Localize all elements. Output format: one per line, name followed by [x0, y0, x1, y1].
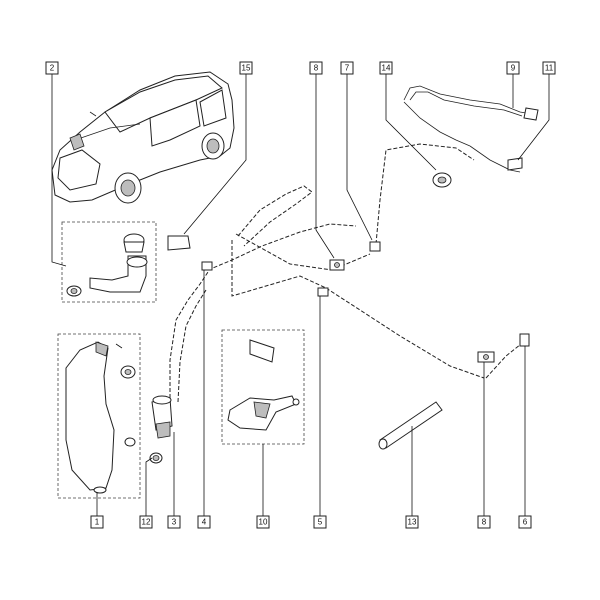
callout-9: 9	[506, 61, 520, 75]
hose-clip-8-bottom	[477, 351, 495, 363]
svg-text:12: 12	[142, 518, 151, 527]
rear-jet-6	[519, 333, 530, 347]
svg-text:8: 8	[482, 518, 487, 527]
non-return-valve-7	[369, 241, 381, 252]
svg-text:11: 11	[545, 64, 554, 73]
callout-8-bottom: 8	[477, 515, 491, 529]
callout-4: 4	[197, 515, 211, 529]
svg-text:4: 4	[202, 518, 207, 527]
callout-14: 14	[379, 61, 393, 75]
washer-pump	[151, 395, 173, 439]
reservoir-group-box	[57, 333, 141, 499]
svg-text:14: 14	[382, 64, 391, 73]
car-illustration	[51, 71, 235, 204]
svg-text:6: 6	[523, 518, 528, 527]
hose-clip-8-top	[329, 259, 345, 271]
callout-10: 10	[256, 515, 270, 529]
callout-3: 3	[167, 515, 181, 529]
washer-hoses	[169, 143, 527, 403]
callout-1: 1	[90, 515, 104, 529]
filler-neck	[66, 233, 191, 297]
rear-hose-set	[403, 85, 539, 188]
svg-text:2: 2	[50, 64, 55, 73]
filler-neck-group-box	[61, 221, 157, 303]
svg-text:9: 9	[511, 64, 516, 73]
mounting-bracket	[227, 339, 300, 431]
callout-8-top: 8	[309, 61, 323, 75]
pump-grommet	[149, 452, 163, 464]
callout-6: 6	[518, 515, 532, 529]
svg-text:3: 3	[172, 518, 177, 527]
callout-7: 7	[340, 61, 354, 75]
svg-text:10: 10	[259, 518, 268, 527]
hose-connector-4	[201, 261, 213, 271]
svg-text:7: 7	[345, 64, 350, 73]
washer-reservoir	[65, 341, 136, 494]
svg-text:1: 1	[95, 518, 100, 527]
callout-5: 5	[313, 515, 327, 529]
callout-11: 11	[542, 61, 556, 75]
callout-2: 2	[45, 61, 59, 75]
svg-text:15: 15	[242, 64, 251, 73]
hose-section-13	[378, 401, 443, 450]
svg-text:13: 13	[408, 518, 417, 527]
callout-13: 13	[405, 515, 419, 529]
callout-15: 15	[239, 61, 253, 75]
t-connector-5	[317, 287, 329, 297]
svg-text:8: 8	[314, 64, 319, 73]
svg-text:5: 5	[318, 518, 323, 527]
leader-lines	[51, 74, 550, 516]
callout-12: 12	[139, 515, 153, 529]
